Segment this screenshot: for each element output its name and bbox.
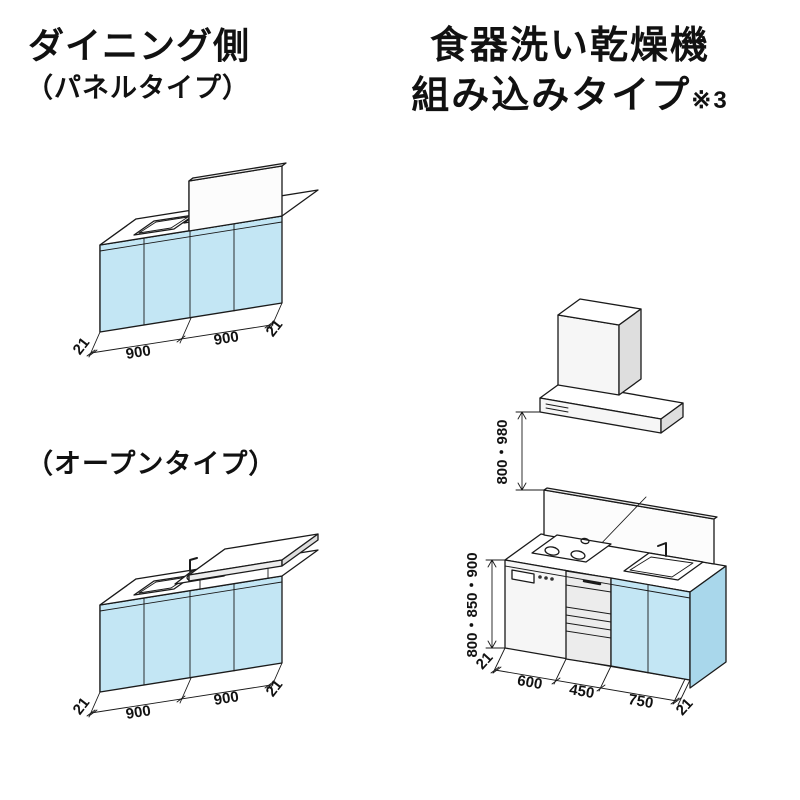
dishwasher-control-strip	[565, 584, 612, 593]
dimension-ticks	[86, 681, 276, 717]
door-seams	[143, 583, 235, 686]
dim-750: 750	[627, 691, 655, 712]
counter-edge	[504, 565, 691, 599]
diagram-dishwasher-type: 800・980 800・850・900 21 600 450 750 21	[464, 298, 727, 719]
backsplash-top	[543, 487, 718, 520]
counter-supports	[199, 567, 269, 590]
heading-open-type: （オープンタイプ）	[26, 449, 277, 479]
grill-door	[511, 569, 535, 584]
dim-900-b: 900	[213, 688, 240, 709]
hood-body-end	[660, 402, 684, 434]
dining-panel-top	[188, 162, 287, 182]
counter-edge	[99, 221, 283, 252]
hood-dim-extensions	[515, 411, 547, 491]
extension-lines	[492, 647, 691, 706]
control-knob	[544, 576, 548, 580]
dimension-ticks	[86, 321, 276, 357]
sink-basin	[138, 216, 189, 234]
control-knob	[538, 575, 542, 579]
heading-dining-side: ダイニング側	[28, 25, 251, 66]
dishwasher-handle	[582, 579, 602, 586]
burner	[570, 550, 586, 560]
heading-dishwasher-line2: 組み込みタイプ※3	[411, 74, 729, 117]
heading-panel-type: （パネルタイプ）	[26, 73, 250, 103]
burner	[580, 537, 590, 545]
diagram-open-type: 21 900 900 21	[70, 533, 319, 723]
dimension-line	[494, 669, 678, 702]
dim-21-left: 21	[70, 694, 94, 718]
dim-hood-height: 800・980	[494, 419, 511, 484]
cabinet-end-panel	[689, 565, 727, 689]
backsplash-seam	[595, 496, 647, 550]
dim-450: 450	[568, 681, 596, 702]
faucet-icon	[657, 542, 667, 557]
dim-900-a: 900	[125, 702, 152, 723]
dim-counter-height: 800・850・900	[464, 552, 481, 657]
cabinet-front-blue	[610, 577, 691, 681]
hood-duct-end	[618, 308, 642, 396]
heading-dishwasher-line1: 食器洗い乾燥機	[429, 25, 710, 67]
sink-basin	[629, 556, 694, 578]
door-seams	[143, 223, 235, 326]
footnote-ref: ※3	[691, 86, 729, 114]
dim-21-right: 21	[263, 316, 287, 340]
dim-600: 600	[516, 672, 544, 693]
hood-vents	[545, 403, 569, 413]
hood-duct-front	[557, 314, 620, 396]
dim-900-b: 900	[213, 328, 240, 349]
burner	[544, 546, 560, 556]
dishwasher-louvers	[565, 606, 612, 639]
control-knob	[550, 577, 554, 581]
dimension-ticks	[490, 666, 682, 705]
diagram-panel-type: 21 900 900 21	[70, 162, 319, 363]
dim-21-right: 21	[673, 695, 697, 719]
dim-21-left: 21	[70, 334, 94, 358]
counter-dim-line	[487, 559, 497, 649]
hood-dim-line	[517, 411, 527, 491]
sink	[623, 552, 704, 581]
heading-dishwasher-type: 食器洗い乾燥機 組み込みタイプ※3	[385, 25, 755, 118]
dim-21-right: 21	[263, 676, 287, 700]
dim-900-a: 900	[125, 342, 152, 363]
counter-edge	[99, 581, 283, 612]
faucet-icon	[189, 557, 198, 572]
open-counter-end	[281, 533, 319, 567]
counter-dim-extensions	[485, 559, 506, 649]
